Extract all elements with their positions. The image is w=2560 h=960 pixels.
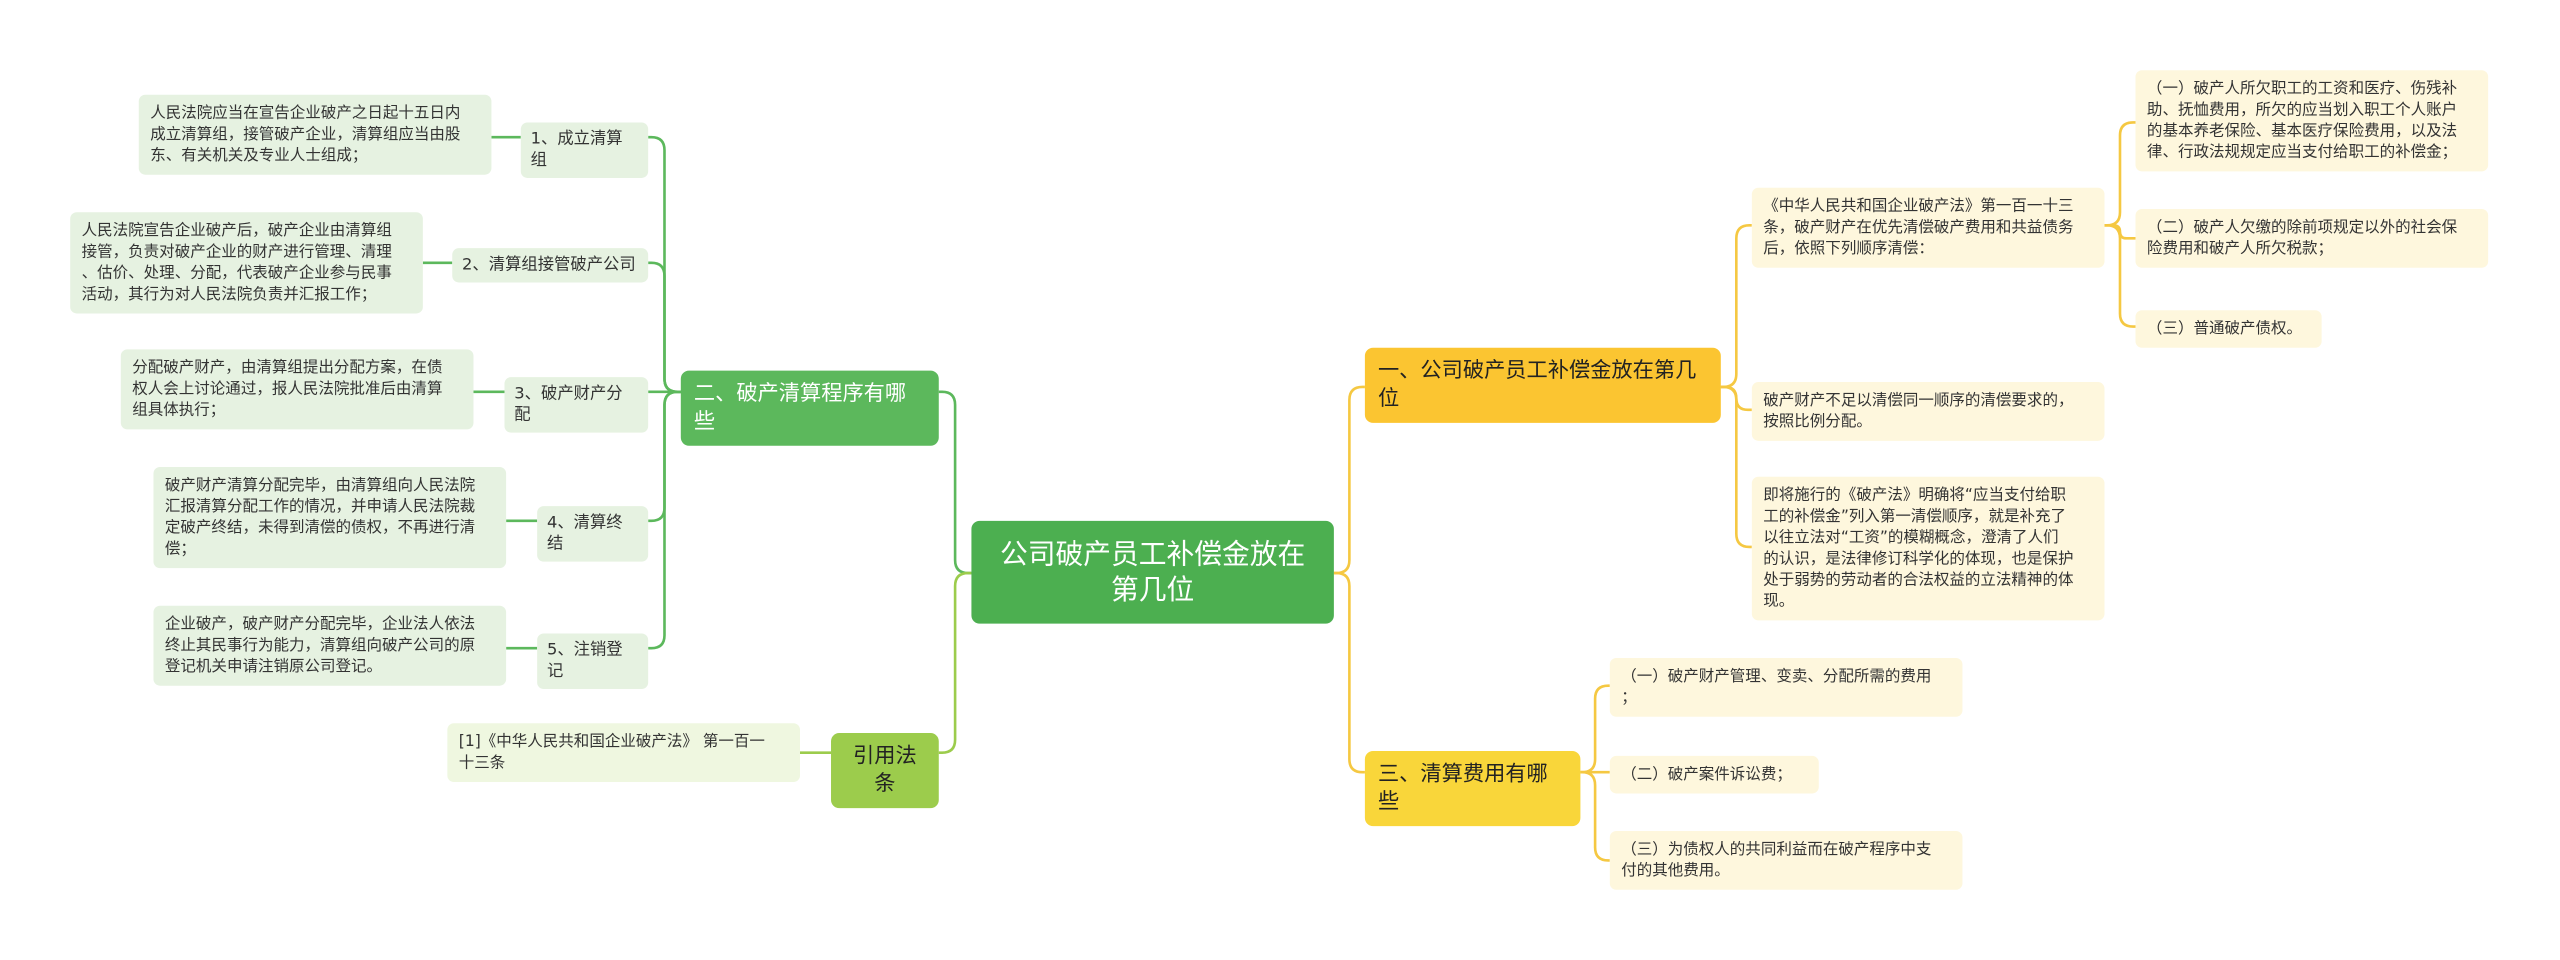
procedure-step-2[interactable]: 2、清算组接管破产公司 xyxy=(452,248,649,283)
reference-branch[interactable]: 引用法条 xyxy=(831,733,939,809)
connector-line xyxy=(938,390,972,575)
expense-item-3: （三）为债权人的共同利益而在破产程序中支 付的其他费用。 xyxy=(1609,831,1963,890)
procedure-step-1-detail: 人民法院应当在宣告企业破产之日起十五日内 成立清算组，接管破产企业，清算组应当由… xyxy=(138,94,492,175)
procedure-step-4[interactable]: 4、清算终结 xyxy=(537,506,649,562)
procedure-step-5-detail: 企业破产，破产财产分配完毕，企业法人依法 终止其民事行为能力，清算组向破产公司的… xyxy=(153,605,507,686)
expense-item-2: （二）破产案件诉讼费； xyxy=(1609,755,1819,794)
compensation-explanation-text: 即将施行的《破产法》明确将“应当支付给职 工的补偿金”列入第一清偿顺序，就是补充… xyxy=(1751,476,2105,621)
connector-line xyxy=(938,571,972,754)
compensation-law-text: 《中华人民共和国企业破产法》第一百一十三 条，破产财产在优先清偿破产费用和共益债… xyxy=(1751,187,2105,268)
procedure-step-5[interactable]: 5、注销登记 xyxy=(537,633,649,689)
connector-line xyxy=(2104,121,2136,227)
connector-line xyxy=(1720,385,1752,549)
procedure-step-2-detail: 人民法院宣告企业破产后，破产企业由清算组 接管，负责对破产企业的财产进行管理、清… xyxy=(70,212,423,314)
root-node[interactable]: 公司破产员工补偿金放在 第几位 xyxy=(971,520,1334,624)
expenses-branch[interactable]: 三、清算费用有哪些 xyxy=(1364,751,1581,827)
procedure-branch[interactable]: 二、破产清算程序有哪些 xyxy=(680,370,939,446)
expense-item-1: （一）破产财产管理、变卖、分配所需的费用 ； xyxy=(1609,657,1963,717)
order-item-3: （三）普通破产债权。 xyxy=(2135,310,2322,348)
procedure-step-4-detail: 破产财产清算分配完毕，由清算组向人民法院 汇报清算分配工作的情况，并申请人民法院… xyxy=(153,466,507,569)
procedure-step-3[interactable]: 3、破产财产分配 xyxy=(504,377,649,433)
connector-line xyxy=(1333,571,1365,774)
connector-line xyxy=(1720,223,1752,389)
order-item-1: （一）破产人所欠职工的工资和医疗、伤残补 助、抚恤费用，所欠的应当划入职工个人账… xyxy=(2135,70,2489,172)
procedure-step-1[interactable]: 1、成立清算组 xyxy=(520,122,649,178)
order-item-2: （二）破产人欠缴的除前项规定以外的社会保 险费用和破产人所欠税款； xyxy=(2135,208,2489,268)
connector-line xyxy=(1580,684,1610,774)
connector-line xyxy=(648,261,681,394)
connector-line xyxy=(648,390,681,650)
connector-line xyxy=(1333,385,1365,575)
reference-detail: [1]《中华人民共和国企业破产法》 第一百一 十三条 xyxy=(447,723,800,783)
connector-line xyxy=(2104,223,2136,328)
connector-line xyxy=(1580,770,1610,862)
procedure-step-3-detail: 分配破产财产，由清算组提出分配方案，在债 权人会上讨论通过，报人民法院批准后由清… xyxy=(120,349,474,430)
compensation-insufficient-text: 破产财产不足以清偿同一顺序的清偿要求的， 按照比例分配。 xyxy=(1751,382,2105,441)
compensation-branch[interactable]: 一、公司破产员工补偿金放在第几 位 xyxy=(1364,347,1721,423)
